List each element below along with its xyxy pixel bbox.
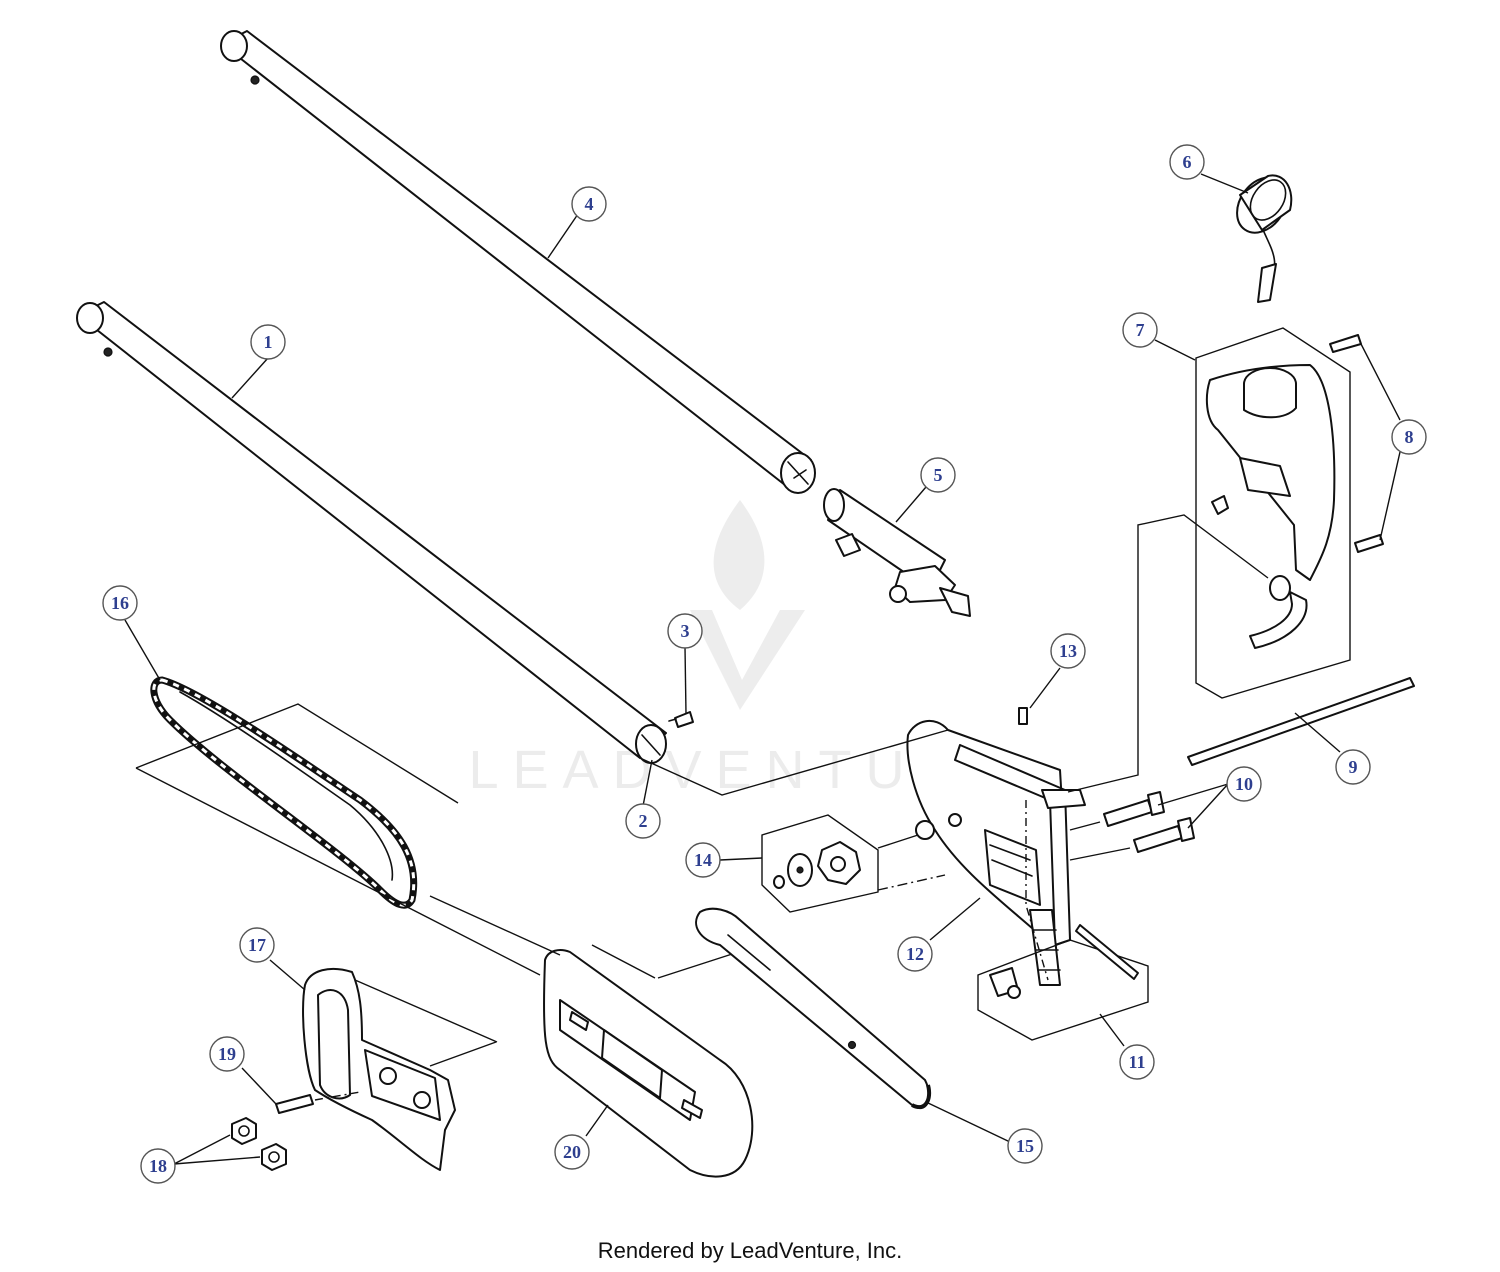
callout-number: 2	[639, 811, 648, 831]
lower-shaft-tube	[76, 301, 667, 764]
oil-tank-box	[1195, 327, 1351, 699]
callout-number: 5	[934, 465, 943, 485]
cover-screw	[275, 1094, 314, 1114]
callout-10: 10	[1226, 766, 1262, 802]
callout-20: 20	[554, 1134, 590, 1170]
callout-number: 16	[111, 593, 129, 613]
sprocket-cover	[302, 967, 498, 1171]
callout-number: 3	[681, 621, 690, 641]
bar-bolts	[1103, 791, 1195, 853]
bar-cover	[542, 949, 754, 1178]
upper-shaft-tube	[220, 30, 816, 494]
callout-number: 15	[1016, 1136, 1034, 1156]
callout-16: 16	[102, 585, 138, 621]
callout-number: 9	[1349, 757, 1358, 777]
leader-lines	[124, 173, 1401, 1165]
callout-17: 17	[239, 927, 275, 963]
tube-screw	[668, 711, 694, 728]
callout-number: 13	[1059, 641, 1077, 661]
callout-number: 14	[694, 850, 712, 870]
callout-14: 14	[685, 842, 721, 878]
callout-6: 6	[1169, 144, 1205, 180]
callout-13: 13	[1050, 633, 1086, 669]
callout-4: 4	[571, 186, 607, 222]
callout-number: 19	[218, 1044, 236, 1064]
callout-number: 20	[563, 1142, 581, 1162]
callout-number: 4	[585, 194, 594, 214]
saw-chain	[150, 676, 418, 909]
callout-15: 15	[1007, 1128, 1043, 1164]
callout-number: 1	[264, 332, 273, 352]
callout-8: 8	[1391, 419, 1427, 455]
sprocket-box	[761, 814, 879, 913]
set-screw	[1018, 707, 1028, 725]
guide-bar	[695, 907, 932, 1110]
tank-screws	[1329, 334, 1384, 553]
callout-number: 18	[149, 1156, 167, 1176]
callout-18: 18	[140, 1148, 176, 1184]
callout-3: 3	[667, 613, 703, 649]
callout-number: 12	[906, 944, 924, 964]
callout-number: 8	[1405, 427, 1414, 447]
callout-number: 11	[1128, 1052, 1145, 1072]
callout-19: 19	[209, 1036, 245, 1072]
oil-rod	[1187, 677, 1415, 766]
callout-12: 12	[897, 936, 933, 972]
footer-credit: Rendered by LeadVenture, Inc.	[597, 1238, 903, 1263]
callout-2: 2	[625, 803, 661, 839]
connection-lines	[314, 514, 1269, 1101]
callout-1: 1	[250, 324, 286, 360]
tensioner-box	[977, 924, 1149, 1041]
callout-9: 9	[1335, 749, 1371, 785]
bar-nuts	[231, 1117, 287, 1171]
callout-number: 7	[1136, 320, 1145, 340]
tank-cap	[1236, 174, 1293, 303]
callout-number: 17	[248, 935, 266, 955]
callout-7: 7	[1122, 312, 1158, 348]
coupler-clamp	[823, 488, 971, 617]
callout-number: 6	[1183, 152, 1192, 172]
callout-11: 11	[1119, 1044, 1155, 1080]
callout-number: 10	[1235, 774, 1253, 794]
gearbox-head	[906, 720, 1086, 986]
callout-5: 5	[920, 457, 956, 493]
